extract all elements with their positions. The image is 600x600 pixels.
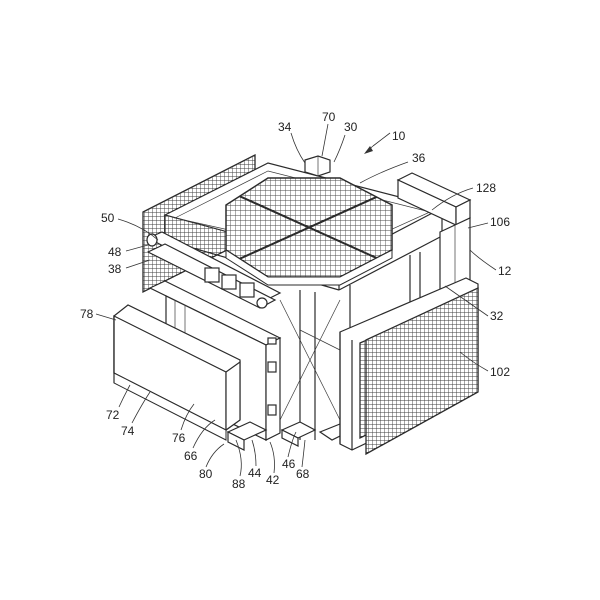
label-50: 50 (101, 211, 115, 225)
front-panel (113, 304, 241, 441)
label-10: 10 (392, 129, 406, 143)
label-80: 80 (199, 467, 213, 481)
header-assembly (146, 231, 282, 325)
label-66: 66 (184, 449, 198, 463)
right-mesh-panel (339, 277, 479, 456)
top-bracket (304, 155, 331, 177)
label-76: 76 (172, 431, 186, 445)
label-68: 68 (296, 467, 310, 481)
label-78: 78 (80, 307, 94, 321)
label-30: 30 (344, 120, 358, 134)
label-128: 128 (476, 181, 496, 195)
label-34: 34 (278, 120, 292, 134)
reference-numerals: 34 70 30 10 36 128 106 12 32 102 50 48 3… (80, 110, 512, 491)
right-header-box (396, 172, 472, 226)
label-32: 32 (490, 309, 504, 323)
fan-guard (225, 177, 393, 286)
base-feet (226, 421, 354, 451)
label-72: 72 (106, 408, 120, 422)
label-44: 44 (248, 466, 262, 480)
label-106: 106 (490, 215, 510, 229)
label-102: 102 (490, 365, 510, 379)
leader-lines (95, 123, 497, 477)
label-74: 74 (121, 424, 135, 438)
arrow-10 (364, 145, 374, 154)
label-36: 36 (412, 151, 426, 165)
label-70: 70 (322, 110, 336, 124)
label-12: 12 (498, 264, 512, 278)
label-38: 38 (108, 262, 122, 276)
label-48: 48 (108, 245, 122, 259)
label-42: 42 (266, 473, 280, 487)
label-88: 88 (232, 477, 246, 491)
label-46: 46 (282, 457, 296, 471)
